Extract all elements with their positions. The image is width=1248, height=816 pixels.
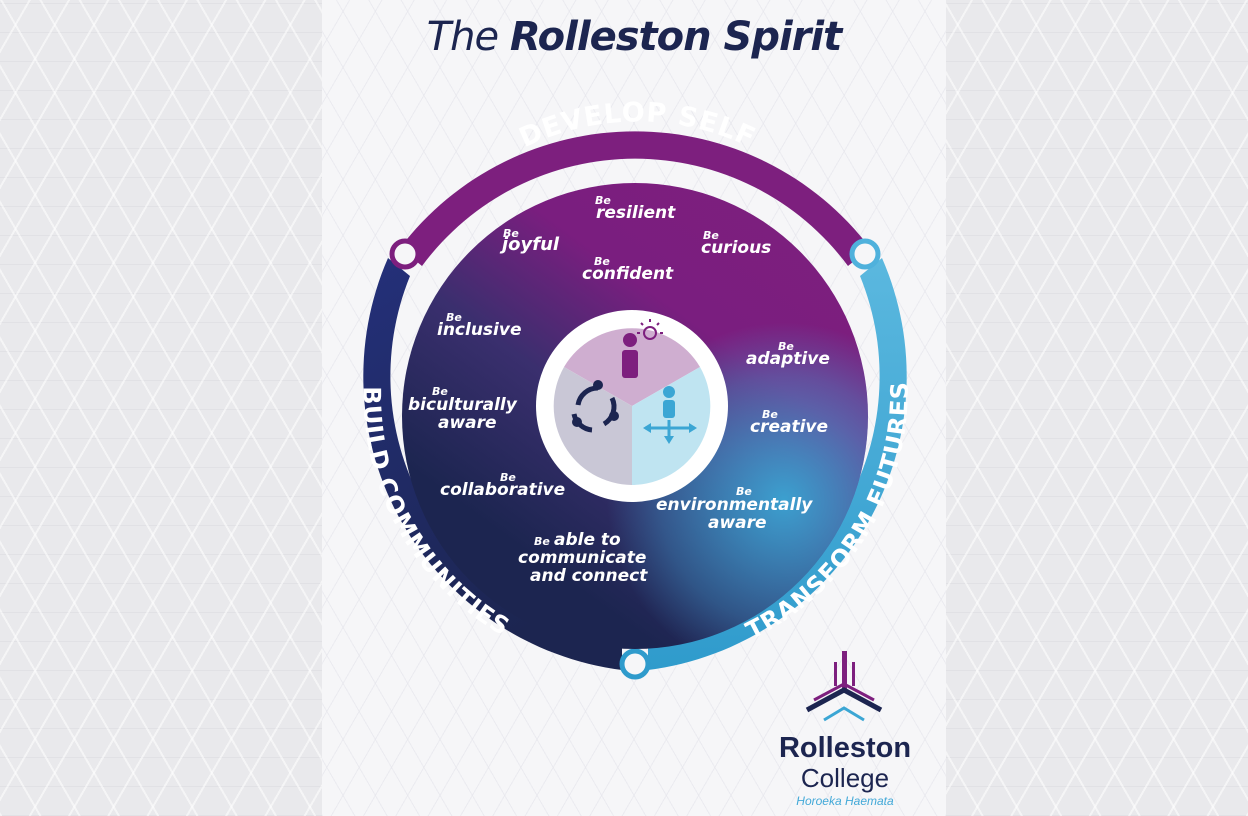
be-resilient-prefix: Be — [595, 194, 611, 207]
attribute-adaptive: adaptive — [746, 349, 830, 369]
attribute-collaborative: collaborative — [440, 480, 565, 500]
be-environmentally-prefix: Be — [736, 485, 752, 498]
koru-bottom-join — [619, 648, 651, 680]
logo-tagline: Horoeka Haemata — [796, 794, 894, 808]
attribute-resilient: resilient — [596, 203, 676, 223]
attribute-environmentally-line1: environmentally — [656, 495, 813, 515]
attribute-environmentally-line2: aware — [708, 513, 767, 533]
attribute-words: Be resilient Be joyful Be curious Be con… — [408, 194, 830, 586]
be-biculturally-prefix: Be — [432, 385, 448, 398]
attribute-biculturally-line1: biculturally — [408, 395, 518, 415]
logo-name: Rolleston — [778, 732, 912, 764]
koru-right-join — [849, 238, 881, 270]
person-arrows-icon — [643, 386, 697, 444]
be-collaborative-prefix: Be — [500, 471, 516, 484]
be-joyful-prefix: Be — [503, 227, 519, 240]
attribute-biculturally-line2: aware — [438, 413, 497, 433]
be-confident-prefix: Be — [594, 255, 610, 268]
be-inclusive-prefix: Be — [446, 311, 462, 324]
title-main: Rolleston Spirit — [509, 14, 842, 60]
attribute-communicate-line3: and connect — [530, 566, 648, 586]
attribute-communicate-line2: communicate — [518, 548, 646, 568]
center-segment-left — [553, 367, 632, 485]
be-creative-prefix: Be — [762, 408, 778, 421]
attribute-joyful: joyful — [499, 234, 560, 255]
page-title: The Rolleston Spirit — [322, 14, 946, 60]
koru-left-join — [389, 238, 421, 270]
attribute-curious: curious — [701, 238, 771, 258]
rolleston-logo-mark — [805, 651, 883, 722]
arc-develop-self — [400, 131, 870, 266]
be-communicate-prefix: Be — [534, 535, 550, 548]
be-adaptive-prefix: Be — [778, 340, 794, 353]
logo-subtitle: College — [800, 763, 890, 793]
attribute-confident: confident — [582, 264, 674, 284]
attribute-inclusive: inclusive — [437, 320, 522, 340]
center-segment-right — [632, 367, 711, 485]
person-lightbulb-icon — [622, 319, 663, 378]
attribute-communicate-line1: able to — [554, 530, 621, 550]
title-prefix: The — [426, 14, 499, 60]
community-circle-icon — [571, 380, 619, 433]
be-curious-prefix: Be — [703, 229, 719, 242]
attribute-creative: creative — [750, 417, 828, 437]
